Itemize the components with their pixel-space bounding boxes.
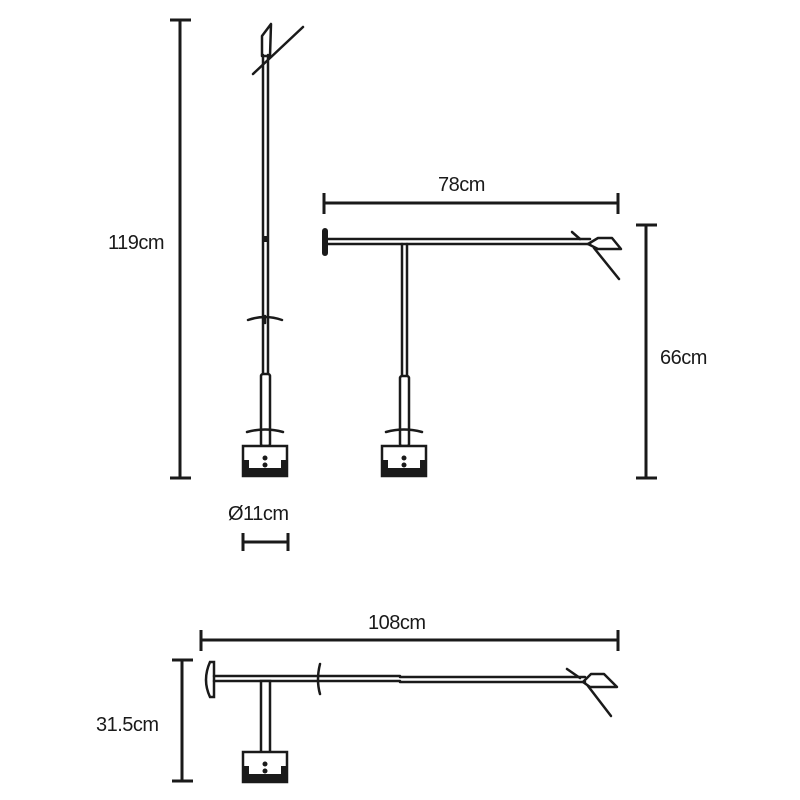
reach-label-108: 108cm (368, 612, 426, 634)
height-label-119: 119cm (108, 232, 165, 254)
lamp-vertical-view (241, 22, 305, 478)
height-label-31-5: 31.5cm (96, 714, 159, 736)
width-dimension-line-78 (322, 193, 620, 214)
base-diameter-label: Ø11cm (228, 503, 289, 525)
height-label-66: 66cm (660, 347, 707, 369)
height-dimension-line-31-5 (172, 658, 193, 783)
height-dimension-line-119 (170, 18, 191, 480)
height-dimension-line-66 (636, 223, 657, 480)
reach-dimension-line-108 (199, 630, 620, 651)
lamp-horizontal-view (204, 660, 619, 784)
base-diameter-dimension-line (241, 533, 290, 551)
width-label-78: 78cm (438, 174, 485, 196)
lamp-t-view (322, 228, 623, 478)
